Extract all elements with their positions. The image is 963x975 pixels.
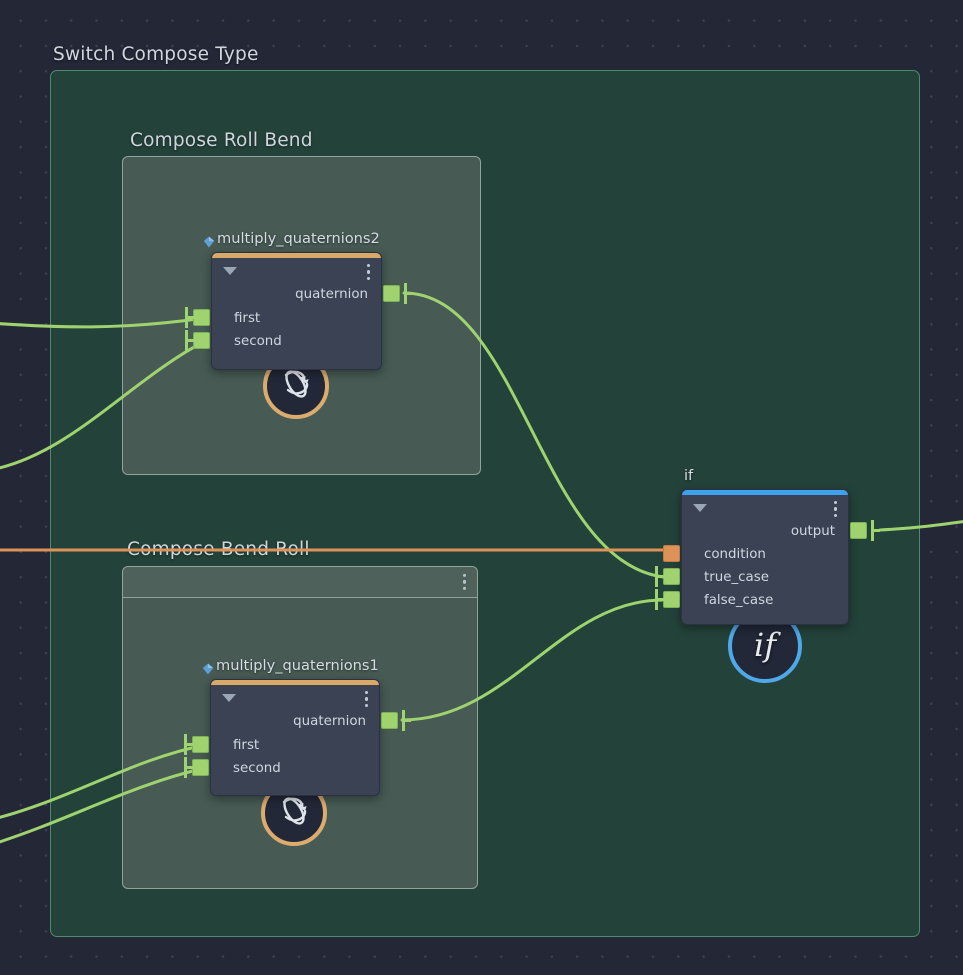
- input-row: second: [212, 330, 381, 352]
- node-header-multiply_quaternions1[interactable]: [211, 685, 379, 713]
- collapse-caret-icon[interactable]: [693, 504, 707, 512]
- input-label: second: [234, 333, 282, 349]
- input-port-false_case[interactable]: [663, 591, 680, 608]
- input-row: true_case: [682, 566, 848, 588]
- if-badge-text: if: [753, 626, 777, 664]
- output-port-stub-arm: [404, 291, 413, 295]
- input-port-stub-arm: [184, 742, 193, 746]
- input-row: first: [211, 734, 379, 756]
- output-port-quaternion[interactable]: [381, 712, 398, 729]
- output-row: quaternion: [211, 710, 379, 732]
- input-port-condition[interactable]: [663, 545, 680, 562]
- input-port-second[interactable]: [192, 759, 209, 776]
- node-accent-bar: [212, 253, 381, 258]
- collapse-caret-icon[interactable]: [223, 267, 237, 275]
- output-port-stub-arm: [871, 528, 880, 532]
- output-row: output: [682, 520, 848, 542]
- kebab-menu-icon[interactable]: [462, 573, 466, 591]
- input-port-stub-arm: [185, 338, 194, 342]
- input-label: first: [233, 737, 260, 753]
- input-port-stub-arm: [184, 765, 193, 769]
- node-accent-bar: [682, 490, 848, 495]
- node-if[interactable]: output condition true_case false_case: [681, 489, 849, 625]
- input-port-second[interactable]: [193, 332, 210, 349]
- input-row: false_case: [682, 589, 848, 611]
- group-header-compose-bend-roll[interactable]: [123, 567, 477, 598]
- group-label-compose-bend-roll: Compose Bend Roll: [127, 539, 310, 560]
- quaternion-rotate-icon: [272, 789, 316, 837]
- node-header-if[interactable]: [682, 495, 848, 523]
- input-port-stub-arm: [655, 574, 664, 578]
- output-port-quaternion[interactable]: [383, 285, 400, 302]
- node-title-if: if: [684, 467, 694, 484]
- input-row: first: [212, 307, 381, 329]
- input-port-true_case[interactable]: [663, 568, 680, 585]
- input-label: second: [233, 760, 281, 776]
- output-port-stub-arm: [402, 718, 411, 722]
- output-label: quaternion: [293, 713, 366, 729]
- group-label-compose-roll-bend: Compose Roll Bend: [130, 130, 313, 151]
- collapse-caret-icon[interactable]: [222, 694, 236, 702]
- input-port-stub-arm: [185, 315, 194, 319]
- quaternion-rotate-icon: [274, 362, 318, 410]
- node-header-multiply_quaternions2[interactable]: [212, 258, 381, 286]
- kebab-menu-icon[interactable]: [833, 501, 837, 518]
- node-multiply_quaternions2[interactable]: quaternion first second: [211, 252, 382, 370]
- input-label: condition: [704, 546, 766, 562]
- node-title-multiply_quaternions1: multiply_quaternions1: [216, 657, 379, 674]
- output-row: quaternion: [212, 283, 381, 305]
- node-title-multiply_quaternions2: multiply_quaternions2: [217, 230, 380, 247]
- diamond-icon: [202, 660, 214, 675]
- input-row: second: [211, 757, 379, 779]
- node-accent-bar: [211, 680, 379, 685]
- input-port-first[interactable]: [193, 309, 210, 326]
- output-label: output: [790, 523, 835, 539]
- input-row: condition: [682, 543, 848, 565]
- output-port-output[interactable]: [850, 522, 867, 539]
- input-port-first[interactable]: [192, 736, 209, 753]
- output-label: quaternion: [295, 286, 368, 302]
- kebab-menu-icon[interactable]: [366, 264, 370, 281]
- input-label: true_case: [704, 569, 769, 585]
- group-label-switch-compose-type: Switch Compose Type: [53, 44, 259, 65]
- input-port-stub-arm: [655, 597, 664, 601]
- input-label: false_case: [704, 592, 774, 608]
- node-multiply_quaternions1[interactable]: quaternion first second: [210, 679, 380, 796]
- input-label: first: [234, 310, 261, 326]
- kebab-menu-icon[interactable]: [364, 691, 368, 708]
- diamond-icon: [203, 233, 215, 248]
